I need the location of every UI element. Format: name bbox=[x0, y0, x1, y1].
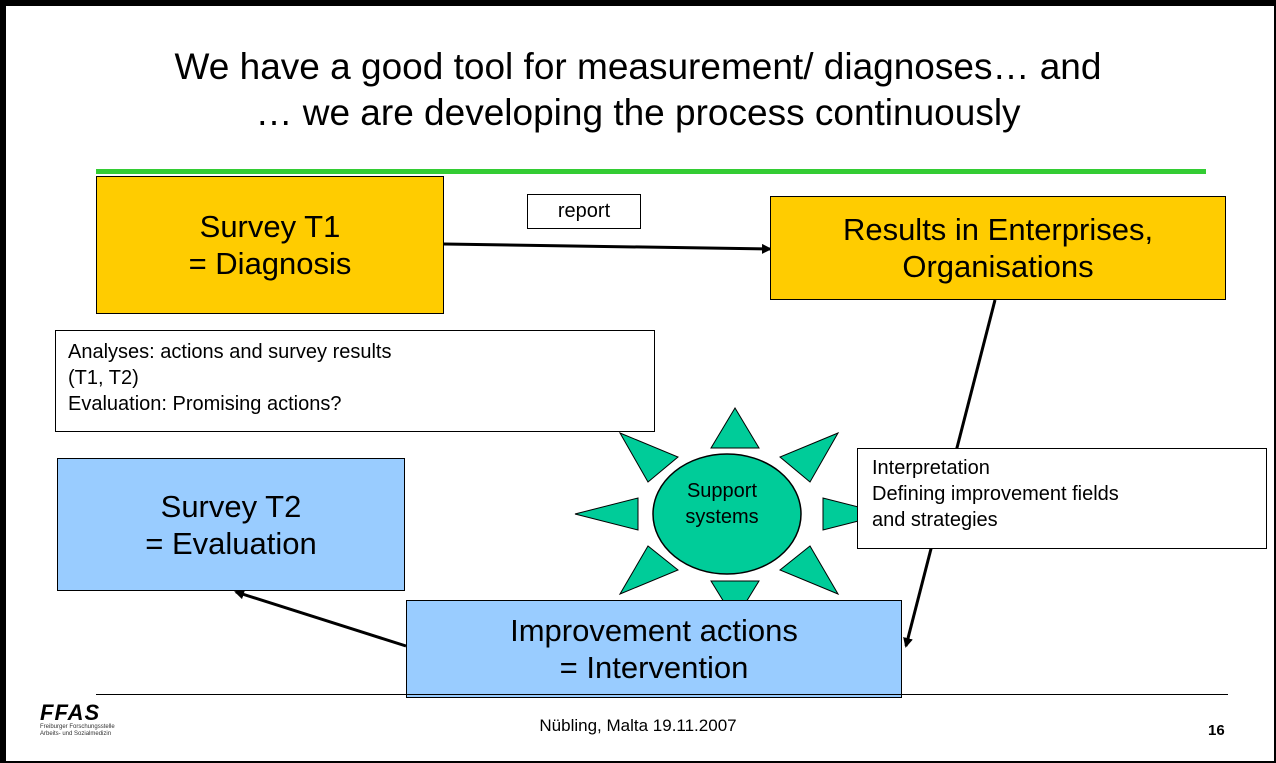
interpretation-note: Interpretation Defining improvement fiel… bbox=[857, 448, 1267, 549]
arrow-t1-to-results bbox=[443, 242, 772, 254]
analyses-line-2: (T1, T2) bbox=[68, 367, 139, 389]
logo-wordmark: FFAS bbox=[40, 700, 101, 725]
report-text: report bbox=[557, 200, 611, 222]
results-line-2: Organisations bbox=[902, 249, 1094, 284]
analyses-note: Analyses: actions and survey results (T1… bbox=[55, 330, 655, 432]
sun-ray-left bbox=[574, 497, 639, 531]
interpretation-line-1: Interpretation bbox=[872, 457, 990, 479]
interpretation-line-2: Defining improvement fields bbox=[872, 483, 1119, 505]
sun-ray-bottom-right bbox=[779, 545, 840, 596]
interpretation-line-3: and strategies bbox=[872, 509, 998, 531]
sun-ray-top-right bbox=[779, 431, 840, 483]
results-box: Results in Enterprises, Organisations bbox=[770, 196, 1226, 300]
support-systems-label: Support systems bbox=[652, 478, 792, 530]
analyses-line-3: Evaluation: Promising actions? bbox=[68, 393, 342, 415]
improvement-line-1: Improvement actions bbox=[510, 613, 798, 648]
survey-t2-box: Survey T2 = Evaluation bbox=[57, 458, 405, 591]
logo-subtitle-2: Arbeits- und Sozialmedizin bbox=[40, 731, 112, 737]
report-label: report bbox=[527, 194, 641, 229]
improvement-line-2: = Intervention bbox=[559, 650, 749, 685]
survey-t2-subtitle: = Evaluation bbox=[145, 525, 317, 561]
title-line-2: … we are developing the process continuo… bbox=[255, 92, 1021, 133]
slide-title: We have a good tool for measurement/ dia… bbox=[40, 44, 1236, 136]
survey-t2-title: Survey T2 bbox=[160, 488, 302, 524]
logo-subtitle-1: Freiburger Forschungsstelle bbox=[40, 724, 115, 730]
footer-divider bbox=[96, 694, 1228, 695]
survey-t1-box: Survey T1 = Diagnosis bbox=[96, 176, 444, 314]
support-systems-circle bbox=[652, 453, 802, 575]
sun-ray-top bbox=[710, 407, 760, 449]
support-line-2: systems bbox=[685, 506, 759, 528]
ffas-logo: FFAS Freiburger Forschungsstelle Arbeits… bbox=[40, 702, 130, 738]
sun-ray-bottom-left bbox=[618, 545, 679, 596]
footer-text: Nübling, Malta 19.11.2007 bbox=[539, 716, 737, 735]
survey-t1-subtitle: = Diagnosis bbox=[188, 246, 352, 281]
arrow-improvement-to-t2 bbox=[234, 589, 407, 648]
support-line-1: Support bbox=[686, 480, 758, 502]
sun-ray-right bbox=[822, 497, 887, 531]
page-number: 16 bbox=[1208, 722, 1225, 739]
title-line-1: We have a good tool for measurement/ dia… bbox=[174, 46, 1102, 87]
survey-t1-title: Survey T1 bbox=[199, 209, 341, 244]
sun-ray-top-left bbox=[618, 431, 679, 483]
title-divider bbox=[96, 169, 1206, 174]
improvement-box: Improvement actions = Intervention bbox=[406, 600, 902, 698]
results-line-1: Results in Enterprises, bbox=[842, 212, 1154, 247]
analyses-line-1: Analyses: actions and survey results bbox=[68, 341, 392, 363]
